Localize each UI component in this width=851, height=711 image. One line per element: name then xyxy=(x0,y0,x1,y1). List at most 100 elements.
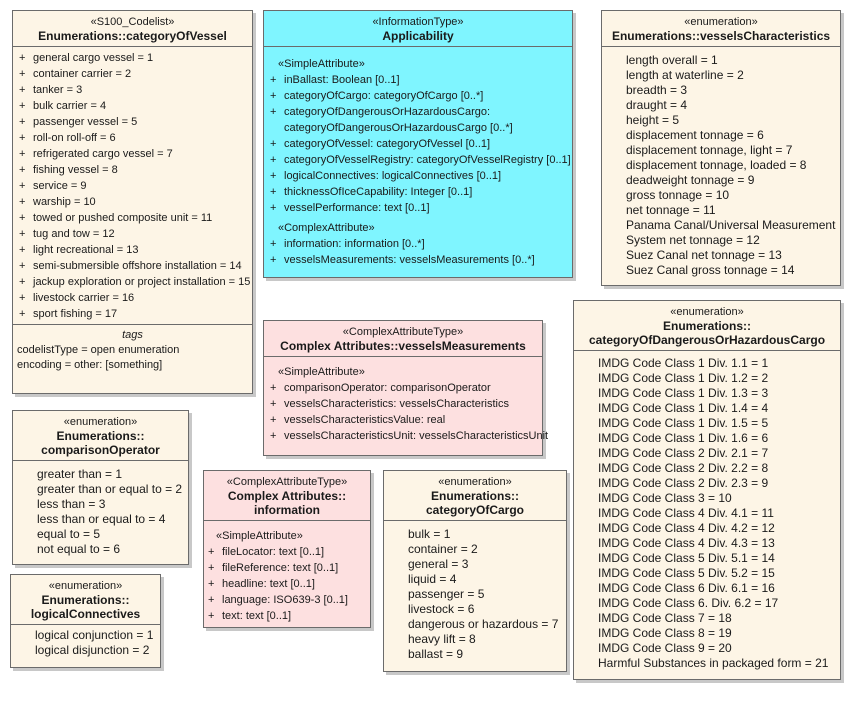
attribute-row[interactable]: +jackup exploration or project installat… xyxy=(19,274,250,290)
enum-literal[interactable]: System net tonnage = 12 xyxy=(626,233,760,247)
attribute-row[interactable]: +passenger vessel = 5 xyxy=(19,114,246,130)
attribute-row[interactable]: +bulk carrier = 4 xyxy=(19,98,246,114)
enum-literal[interactable]: length at waterline = 2 xyxy=(626,68,744,82)
enum-literal[interactable]: IMDG Code Class 1 Div. 1.6 = 6 xyxy=(598,431,769,445)
enum-literal[interactable]: IMDG Code Class 4 Div. 4.3 = 13 xyxy=(598,536,775,550)
enum-literal[interactable]: IMDG Code Class 3 = 10 xyxy=(598,491,732,505)
enum-literal[interactable]: IMDG Code Class 9 = 20 xyxy=(598,641,732,655)
enum-literal[interactable]: container = 2 xyxy=(408,542,478,556)
enum-literal[interactable]: logical disjunction = 2 xyxy=(35,643,150,657)
enum-literal[interactable]: bulk = 1 xyxy=(408,527,451,541)
class-vessels-measurements[interactable]: «ComplexAttributeType» Complex Attribute… xyxy=(263,320,548,456)
enum-literal[interactable]: Suez Canal gross tonnage = 14 xyxy=(626,263,795,277)
enum-literal[interactable]: ballast = 9 xyxy=(408,647,464,661)
attribute-row[interactable]: +categoryOfDangerousOrHazardousCargo [0.… xyxy=(270,120,566,136)
attribute-row[interactable]: +thicknessOfIceCapability: Integer [0..1… xyxy=(270,184,566,200)
attribute-row[interactable]: +light recreational = 13 xyxy=(19,242,246,258)
attribute-row[interactable]: +categoryOfDangerousOrHazardousCargo: xyxy=(270,104,566,120)
class-logical-connectives[interactable]: «enumeration» Enumerations:: logicalConn… xyxy=(10,574,161,668)
enum-literal[interactable]: IMDG Code Class 4 Div. 4.1 = 11 xyxy=(598,506,774,520)
attribute-row[interactable]: +language: ISO639-3 [0..1] xyxy=(208,592,364,608)
enum-literal[interactable]: IMDG Code Class 7 = 18 xyxy=(598,611,732,625)
visibility-marker: + xyxy=(19,164,26,176)
attribute-row[interactable]: +sport fishing = 17 xyxy=(19,306,246,322)
enum-literal[interactable]: IMDG Code Class 2 Div. 2.1 = 7 xyxy=(598,446,769,460)
enum-literal[interactable]: IMDG Code Class 1 Div. 1.4 = 4 xyxy=(598,401,769,415)
enum-literal[interactable]: Harmful Substances in packaged form = 21 xyxy=(598,656,829,670)
attribute-row[interactable]: +categoryOfVessel: categoryOfVessel [0..… xyxy=(270,136,566,152)
attribute-row[interactable]: +service = 9 xyxy=(19,178,246,194)
enum-literal[interactable]: not equal to = 6 xyxy=(37,542,121,556)
enum-literal[interactable]: Panama Canal/Universal Measurement xyxy=(626,218,836,232)
class-comparison-operator[interactable]: «enumeration» Enumerations:: comparisonO… xyxy=(12,410,189,565)
enum-literal[interactable]: Suez Canal net tonnage = 13 xyxy=(626,248,782,262)
enum-literal[interactable]: IMDG Code Class 1 Div. 1.5 = 5 xyxy=(598,416,769,430)
attribute-row[interactable]: +general cargo vessel = 1 xyxy=(19,50,246,66)
class-applicability[interactable]: «InformationType» Applicability «SimpleA… xyxy=(263,10,573,278)
enum-literal[interactable]: logical conjunction = 1 xyxy=(35,628,154,642)
enum-literal[interactable]: passenger = 5 xyxy=(408,587,485,601)
attribute-row[interactable]: +livestock carrier = 16 xyxy=(19,290,246,306)
enum-literal[interactable]: IMDG Code Class 2 Div. 2.2 = 8 xyxy=(598,461,769,475)
attribute-row[interactable]: +tanker = 3 xyxy=(19,82,246,98)
attribute-row[interactable]: +logicalConnectives: logicalConnectives … xyxy=(270,168,566,184)
enum-literal[interactable]: net tonnage = 11 xyxy=(626,203,716,217)
attribute-row[interactable]: +container carrier = 2 xyxy=(19,66,246,82)
class-information[interactable]: «ComplexAttributeType» Complex Attribute… xyxy=(203,470,371,628)
attribute-row[interactable]: +comparisonOperator: comparisonOperator xyxy=(270,380,536,396)
enum-literal[interactable]: less than = 3 xyxy=(37,497,106,511)
attribute-row[interactable]: +vesselsMeasurements: vesselsMeasurement… xyxy=(270,252,566,268)
attribute-row[interactable]: +towed or pushed composite unit = 11 xyxy=(19,210,246,226)
attribute-row[interactable]: +information: information [0..*] xyxy=(270,236,566,252)
enum-literal[interactable]: liquid = 4 xyxy=(408,572,457,586)
enum-literal[interactable]: greater than = 1 xyxy=(37,467,123,481)
enum-literal[interactable]: IMDG Code Class 1 Div. 1.1 = 1 xyxy=(598,356,769,370)
enum-literal[interactable]: heavy lift = 8 xyxy=(408,632,476,646)
attribute-row[interactable]: +vesselsCharacteristicsValue: real xyxy=(270,412,536,428)
enum-literal[interactable]: IMDG Code Class 8 = 19 xyxy=(598,626,732,640)
attribute-row[interactable]: +semi-submersible offshore installation … xyxy=(19,258,246,274)
attribute-row[interactable]: +fileLocator: text [0..1] xyxy=(208,544,364,560)
enum-literal[interactable]: IMDG Code Class 4 Div. 4.2 = 12 xyxy=(598,521,775,535)
class-category-of-dangerous-cargo[interactable]: «enumeration» Enumerations:: categoryOfD… xyxy=(573,300,841,680)
attribute-row[interactable]: +roll-on roll-off = 6 xyxy=(19,130,246,146)
class-category-of-vessel[interactable]: «S100_Codelist» Enumerations::categoryOf… xyxy=(12,10,253,394)
enum-literal[interactable]: IMDG Code Class 1 Div. 1.2 = 2 xyxy=(598,371,769,385)
attribute-row[interactable]: +warship = 10 xyxy=(19,194,246,210)
enum-literal[interactable]: IMDG Code Class 5 Div. 5.2 = 15 xyxy=(598,566,775,580)
attribute-row[interactable]: +tug and tow = 12 xyxy=(19,226,246,242)
attribute-row[interactable]: +headline: text [0..1] xyxy=(208,576,364,592)
attribute-row[interactable]: +fileReference: text [0..1] xyxy=(208,560,364,576)
enum-literal[interactable]: displacement tonnage, light = 7 xyxy=(626,143,793,157)
attribute-row[interactable]: +fishing vessel = 8 xyxy=(19,162,246,178)
enum-literal[interactable]: greater than or equal to = 2 xyxy=(37,482,183,496)
enum-literal[interactable]: IMDG Code Class 5 Div. 5.1 = 14 xyxy=(598,551,775,565)
enum-literal[interactable]: breadth = 3 xyxy=(626,83,688,97)
enum-literal[interactable]: general = 3 xyxy=(408,557,469,571)
enum-literal[interactable]: displacement tonnage, loaded = 8 xyxy=(626,158,807,172)
enum-literal[interactable]: equal to = 5 xyxy=(37,527,101,541)
attribute-row[interactable]: +text: text [0..1] xyxy=(208,608,364,624)
attribute-row[interactable]: +vesselsCharacteristics: vesselsCharacte… xyxy=(270,396,536,412)
enum-literal[interactable]: deadweight tonnage = 9 xyxy=(626,173,755,187)
enum-literal[interactable]: livestock = 6 xyxy=(408,602,475,616)
attribute-row[interactable]: +inBallast: Boolean [0..1] xyxy=(270,72,566,88)
attribute-row[interactable]: +vesselsCharacteristicsUnit: vesselsChar… xyxy=(270,428,548,444)
enum-literal[interactable]: height = 5 xyxy=(626,113,680,127)
class-vessels-characteristics[interactable]: «enumeration» Enumerations::vesselsChara… xyxy=(601,10,841,286)
enum-literal[interactable]: displacement tonnage = 6 xyxy=(626,128,764,142)
class-category-of-cargo[interactable]: «enumeration» Enumerations:: categoryOfC… xyxy=(383,470,567,672)
enum-literal[interactable]: less than or equal to = 4 xyxy=(37,512,166,526)
enum-literal[interactable]: IMDG Code Class 6 Div. 6.1 = 16 xyxy=(598,581,775,595)
attribute-row[interactable]: +categoryOfCargo: categoryOfCargo [0..*] xyxy=(270,88,566,104)
attribute-row[interactable]: +categoryOfVesselRegistry: categoryOfVes… xyxy=(270,152,571,168)
enum-literal[interactable]: draught = 4 xyxy=(626,98,688,112)
enum-literal[interactable]: dangerous or hazardous = 7 xyxy=(408,617,559,631)
enum-literal[interactable]: IMDG Code Class 6. Div. 6.2 = 17 xyxy=(598,596,779,610)
attribute-row[interactable]: +refrigerated cargo vessel = 7 xyxy=(19,146,246,162)
enum-literal[interactable]: length overall = 1 xyxy=(626,53,718,67)
enum-literal[interactable]: gross tonnage = 10 xyxy=(626,188,730,202)
attribute-row[interactable]: +vesselPerformance: text [0..1] xyxy=(270,200,566,216)
enum-literal[interactable]: IMDG Code Class 2 Div. 2.3 = 9 xyxy=(598,476,769,490)
enum-literal[interactable]: IMDG Code Class 1 Div. 1.3 = 3 xyxy=(598,386,769,400)
